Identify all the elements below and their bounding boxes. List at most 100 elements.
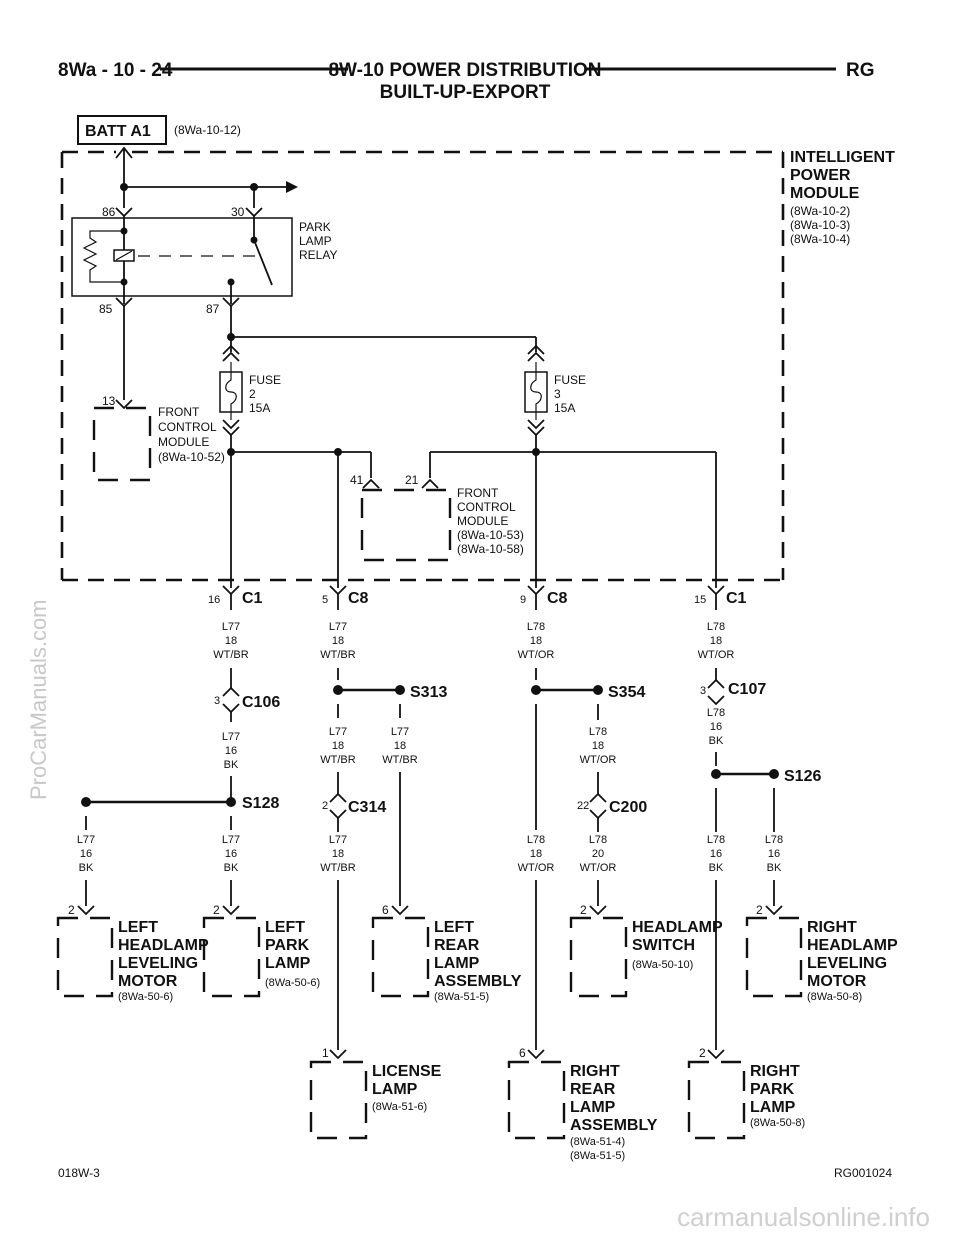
- svg-text:9: 9: [520, 594, 526, 606]
- batt-box: [77, 115, 167, 145]
- footer-left-code: 018W-3: [58, 1166, 100, 1180]
- svg-text:L77: L77: [222, 834, 240, 846]
- fcm1-label: FRONT CONTROL MODULE (8Wa-10-52): [158, 405, 225, 464]
- svg-text:L77: L77: [222, 621, 240, 633]
- left-park-lamp: [202, 916, 261, 998]
- svg-text:16: 16: [80, 848, 92, 860]
- license-lamp: [309, 1060, 368, 1140]
- svg-text:L78: L78: [707, 834, 725, 846]
- wire-label-l78-rrl: L78 18 WT/OR: [518, 834, 555, 874]
- svg-text:PARK: PARK: [299, 220, 331, 234]
- svg-text:L78: L78: [589, 726, 607, 738]
- connector-c200: 22 C200: [577, 792, 647, 820]
- svg-text:POWER: POWER: [790, 167, 851, 184]
- fcm-pin-41-label: 41: [350, 473, 364, 487]
- svg-text:16: 16: [225, 745, 237, 757]
- lic-pin-label: 1: [322, 1046, 329, 1060]
- fuse2-top-connector: [222, 344, 240, 362]
- wire-label-l77-s313b: L77 18 WT/BR: [382, 726, 417, 766]
- svg-text:C1: C1: [726, 590, 747, 607]
- page-title: 8W-10 POWER DISTRIBUTION: [328, 60, 601, 81]
- batt-label: BATT A1: [85, 123, 151, 140]
- splice-s128-label: S128: [242, 795, 279, 812]
- svg-text:L77: L77: [329, 621, 347, 633]
- svg-text:WT/BR: WT/BR: [213, 649, 248, 661]
- wire-label-l78-c8: L78 18 WT/OR: [518, 621, 555, 661]
- rrl-label: RIGHT REAR LAMP ASSEMBLY (8Wa-51-4) (8Wa…: [570, 1063, 658, 1162]
- svg-text:15A: 15A: [249, 401, 270, 415]
- svg-text:WT/OR: WT/OR: [580, 862, 617, 874]
- svg-text:18: 18: [394, 740, 406, 752]
- svg-text:2: 2: [249, 387, 256, 401]
- side-watermark: ProCarManuals.com: [26, 599, 51, 800]
- svg-text:(8Wa-50-8): (8Wa-50-8): [750, 1117, 805, 1129]
- svg-text:18: 18: [710, 635, 722, 647]
- svg-text:18: 18: [225, 635, 237, 647]
- svg-text:(8Wa-51-4): (8Wa-51-4): [570, 1136, 625, 1148]
- svg-text:(8Wa-10-4): (8Wa-10-4): [790, 232, 850, 246]
- svg-text:22: 22: [577, 800, 589, 812]
- svg-text:BK: BK: [709, 735, 724, 747]
- svg-text:L77: L77: [77, 834, 95, 846]
- svg-text:(8Wa-10-58): (8Wa-10-58): [457, 542, 524, 556]
- svg-text:HEADLAMP: HEADLAMP: [807, 937, 898, 954]
- svg-text:CONTROL: CONTROL: [158, 420, 217, 434]
- connector-c8-9: 9 C8: [520, 585, 568, 610]
- svg-text:LEFT: LEFT: [434, 919, 474, 936]
- svg-text:WT/BR: WT/BR: [320, 754, 355, 766]
- svg-text:MOTOR: MOTOR: [118, 973, 178, 990]
- svg-text:BK: BK: [224, 862, 239, 874]
- park-lamp-relay: [71, 217, 293, 297]
- wire-label-l78-rpl: L78 16 BK: [707, 834, 725, 874]
- wire-label-l77-lhl: L77 16 BK: [77, 834, 95, 874]
- svg-text:BK: BK: [767, 862, 782, 874]
- lic-pin-connector: [329, 1049, 347, 1060]
- page-number: 8Wa - 10 - 24: [58, 60, 173, 81]
- svg-text:L77: L77: [329, 726, 347, 738]
- rpl-pin-connector: [707, 1049, 725, 1060]
- pin-87-label: 87: [206, 302, 220, 316]
- svg-text:16: 16: [710, 848, 722, 860]
- pin-30-connector: [245, 207, 263, 218]
- svg-text:PARK: PARK: [265, 937, 310, 954]
- svg-text:LAMP: LAMP: [434, 955, 480, 972]
- batt-ref: (8Wa-10-12): [174, 123, 241, 137]
- svg-text:MOTOR: MOTOR: [807, 973, 867, 990]
- hsw-label: HEADLAMP SWITCH (8Wa-50-10): [632, 919, 723, 971]
- wire-label-l77-c314: L77 18 WT/BR: [320, 834, 355, 874]
- lhl-pin-connector: [77, 905, 95, 916]
- svg-text:L78: L78: [707, 621, 725, 633]
- ipm-title: INTELLIGENT POWER MODULE (8Wa-10-2) (8Wa…: [790, 149, 895, 246]
- svg-text:LAMP: LAMP: [265, 955, 311, 972]
- relay-coil-slash: [115, 250, 133, 261]
- svg-text:(8Wa-10-2): (8Wa-10-2): [790, 204, 850, 218]
- svg-text:3: 3: [214, 695, 220, 707]
- svg-text:CONTROL: CONTROL: [457, 500, 516, 514]
- svg-text:FUSE: FUSE: [249, 373, 281, 387]
- wire-label-l77-c8: L77 18 WT/BR: [320, 621, 355, 661]
- lrl-pin-connector: [391, 905, 409, 916]
- svg-text:LAMP: LAMP: [299, 234, 332, 248]
- wire-label-l78-c1: L78 18 WT/OR: [698, 621, 735, 661]
- svg-text:WT/BR: WT/BR: [320, 862, 355, 874]
- svg-text:18: 18: [530, 635, 542, 647]
- svg-text:(8Wa-50-8): (8Wa-50-8): [807, 991, 862, 1003]
- fuse2-label: FUSE 2 15A: [249, 373, 281, 415]
- fcm-pin-13-connector: [115, 399, 133, 410]
- wire-label-l77-c106: L77 16 BK: [222, 731, 240, 771]
- svg-text:MODULE: MODULE: [457, 514, 508, 528]
- svg-text:5: 5: [322, 594, 328, 606]
- svg-text:WT/OR: WT/OR: [518, 862, 555, 874]
- svg-text:18: 18: [332, 635, 344, 647]
- connector-c8-5: 5 C8: [322, 585, 369, 610]
- relay-switch-arm: [253, 239, 273, 286]
- svg-text:FRONT: FRONT: [158, 405, 200, 419]
- svg-text:FUSE: FUSE: [554, 373, 586, 387]
- svg-text:(8Wa-51-5): (8Wa-51-5): [434, 991, 489, 1003]
- lic-label: LICENSE LAMP (8Wa-51-6): [372, 1063, 442, 1113]
- headlamp-switch: [569, 916, 628, 998]
- svg-text:SWITCH: SWITCH: [632, 937, 695, 954]
- relay-label: PARK LAMP RELAY: [299, 220, 337, 262]
- connector-c314: 2 C314: [322, 792, 386, 820]
- svg-text:18: 18: [332, 848, 344, 860]
